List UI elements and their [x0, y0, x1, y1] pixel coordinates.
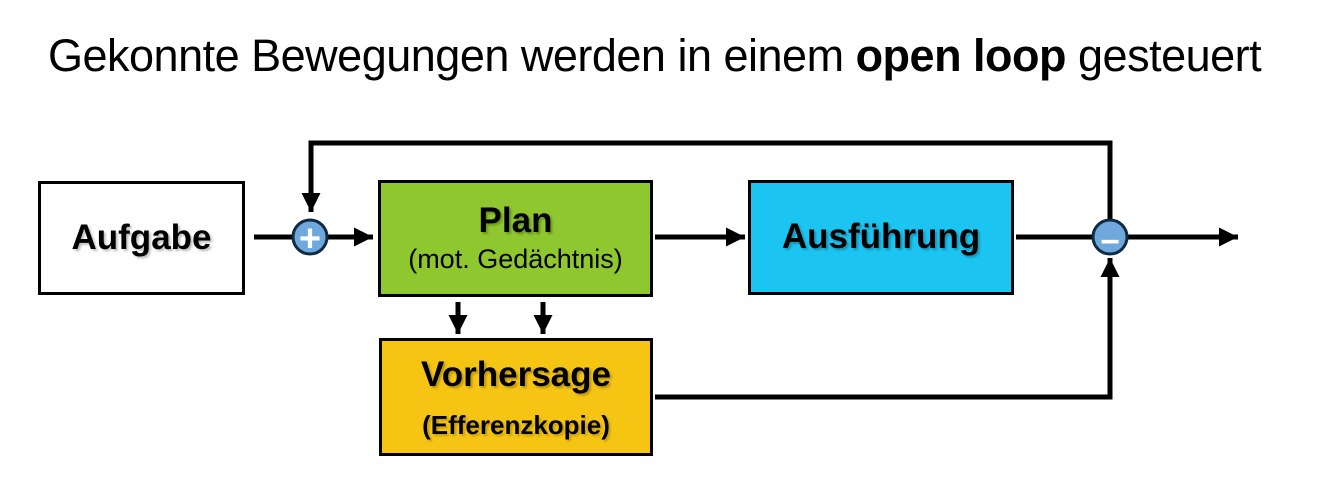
- node-ausfuehrung-label: Ausführung: [781, 217, 981, 257]
- node-aufgabe-label: Aufgabe: [71, 217, 212, 257]
- node-plan-sublabel: (mot. Gedächtnis): [408, 243, 623, 274]
- plus-icon: +: [299, 218, 321, 260]
- minus-icon: −: [1100, 223, 1120, 261]
- minus-junction: −: [1091, 218, 1129, 261]
- plus-junction-circle: [291, 218, 329, 256]
- node-plan: Plan (mot. Gedächtnis): [378, 180, 653, 297]
- node-vorhersage-sublabel: (Efferenzkopie): [422, 409, 610, 440]
- node-vorhersage-label: Vorhersage: [421, 355, 611, 395]
- node-vorhersage: Vorhersage (Efferenzkopie): [379, 338, 653, 456]
- node-plan-label: Plan: [478, 201, 553, 241]
- arrow-feedback-loop-top: [301, 140, 1113, 219]
- plus-junction: +: [291, 218, 329, 260]
- title-emphasis: open loop: [855, 30, 1067, 81]
- minus-junction-circle: [1091, 218, 1129, 256]
- node-aufgabe: Aufgabe: [38, 181, 245, 295]
- slide-title: Gekonnte Bewegungen werden in einem open…: [48, 30, 1262, 82]
- title-text-before: Gekonnte Bewegungen werden in einem: [48, 30, 856, 81]
- title-text-after: gesteuert: [1066, 30, 1262, 81]
- arrow-vorhersage-to-minus: [655, 258, 1120, 400]
- node-ausfuehrung: Ausführung: [748, 180, 1014, 295]
